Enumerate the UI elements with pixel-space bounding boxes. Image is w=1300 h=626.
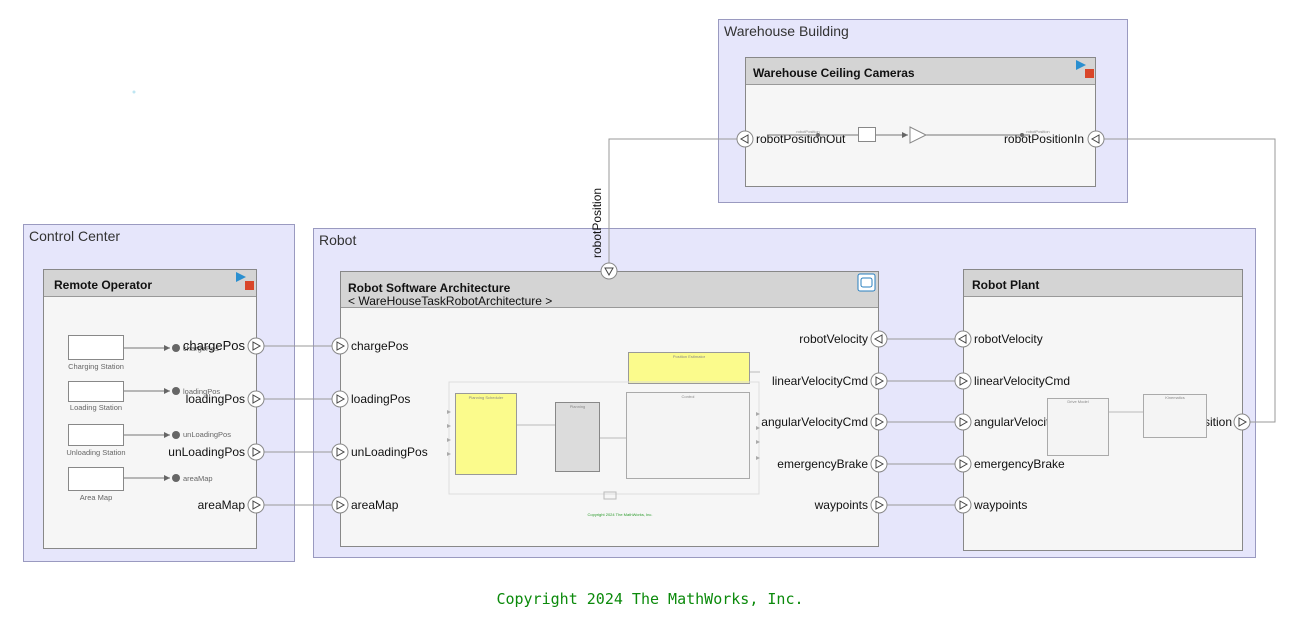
warehouse-ceiling-cameras-component[interactable]: Warehouse Ceiling Cameras bbox=[745, 57, 1096, 187]
cameras-header: Warehouse Ceiling Cameras bbox=[746, 58, 1095, 85]
remote-port-loading-pos: loadingPos bbox=[185, 392, 245, 406]
rsa-in-unloading-pos: unLoadingPos bbox=[351, 445, 428, 459]
area-map-signal: areaMap bbox=[183, 474, 213, 483]
charging-station-label: Charging Station bbox=[68, 362, 124, 371]
rsa-in-charge-pos: chargePos bbox=[351, 339, 409, 353]
port-circle bbox=[247, 337, 265, 355]
unloading-pos-signal: unLoadingPos bbox=[183, 430, 231, 439]
arrowheads bbox=[164, 132, 908, 481]
rsa-in-area-map: areaMap bbox=[351, 498, 399, 512]
cameras-inner-block[interactable] bbox=[858, 127, 876, 142]
control-center-title: Control Center bbox=[29, 228, 121, 244]
gain-block[interactable] bbox=[909, 126, 928, 144]
plant-in-waypoints: waypoints bbox=[974, 498, 1028, 512]
wire-cameras-to-rsa bbox=[608, 138, 738, 264]
control-label: Control bbox=[681, 394, 695, 399]
plant-in-emergency-brake: emergencyBrake bbox=[974, 457, 1065, 471]
cameras-inner-signal-right: robotPosition bbox=[1026, 129, 1050, 134]
reference-model-icon[interactable] bbox=[857, 273, 876, 292]
rsa-out-waypoints: waypoints bbox=[814, 498, 868, 512]
drive-model-block[interactable] bbox=[1047, 398, 1109, 456]
loading-pos-signal: loadingPos bbox=[183, 387, 221, 396]
wire-plant-to-cameras bbox=[1104, 138, 1276, 423]
robot-area-title: Robot bbox=[319, 232, 357, 248]
robot-software-subtitle: < WareHouseTaskRobotArchitecture > bbox=[348, 294, 553, 308]
stray-dot bbox=[132, 90, 136, 94]
robot-plant-header: Robot Plant bbox=[964, 270, 1242, 297]
rsa-out-angular-velocity-cmd: angularVelocityCmd bbox=[761, 415, 868, 429]
warehouse-building-title: Warehouse Building bbox=[724, 23, 849, 39]
charge-pos-signal: chargePos bbox=[183, 344, 219, 353]
kinematics-label: Kinematics bbox=[1165, 395, 1185, 400]
cameras-badge-icon bbox=[1076, 60, 1094, 78]
port-triangles bbox=[252, 134, 1248, 510]
robot-software-title: Robot Software Architecture bbox=[348, 281, 511, 295]
robot-software-architecture-component[interactable]: Robot Software Architecture < WareHouseT… bbox=[340, 271, 879, 547]
robot-plant-title: Robot Plant bbox=[972, 278, 1040, 292]
remote-operator-header: Remote Operator bbox=[44, 270, 256, 297]
plant-in-linear-velocity-cmd: linearVelocityCmd bbox=[974, 374, 1071, 388]
plant-in-robot-velocity: robotVelocity bbox=[974, 332, 1043, 346]
signal-dots bbox=[172, 133, 1024, 482]
area-map-label: Area Map bbox=[79, 493, 113, 502]
ports bbox=[247, 130, 1251, 514]
planning-label: Planning bbox=[569, 404, 586, 409]
planning-block[interactable] bbox=[555, 402, 600, 472]
remote-port-unloading-pos: unLoadingPos bbox=[168, 445, 245, 459]
remote-operator-title: Remote Operator bbox=[54, 278, 153, 292]
copyright-text: Copyright 2024 The MathWorks, Inc. bbox=[496, 590, 804, 608]
planning-scheduler-label: Planning Scheduler bbox=[468, 395, 504, 400]
position-estimator-block[interactable] bbox=[628, 352, 750, 384]
unloading-station-block[interactable] bbox=[68, 424, 124, 446]
remote-port-charge-pos: chargePos bbox=[182, 338, 245, 353]
position-estimator-label: Position Estimator bbox=[672, 354, 706, 359]
rsa-out-robot-velocity: robotVelocity bbox=[799, 332, 868, 346]
loading-station-block[interactable] bbox=[68, 381, 124, 402]
remote-operator-badge-icon bbox=[236, 272, 254, 290]
rsa-inner-ports bbox=[447, 410, 760, 460]
rsa-out-linear-velocity-cmd: linearVelocityCmd bbox=[771, 374, 868, 388]
control-block[interactable] bbox=[626, 392, 750, 479]
planning-scheduler-block[interactable] bbox=[455, 393, 517, 475]
kinematics-block[interactable] bbox=[1143, 394, 1207, 438]
remote-operator-component[interactable]: Remote Operator bbox=[43, 269, 257, 549]
loading-station-label: Loading Station bbox=[69, 403, 123, 412]
cameras-inner-signal-left: robotPosition bbox=[796, 129, 820, 134]
area-map-block[interactable] bbox=[68, 467, 124, 491]
drive-model-label: Drive Model bbox=[1067, 399, 1089, 404]
rsa-out-emergency-brake: emergencyBrake bbox=[777, 457, 868, 471]
charging-station-block[interactable] bbox=[68, 335, 124, 360]
cameras-title: Warehouse Ceiling Cameras bbox=[753, 66, 915, 80]
connectors bbox=[124, 134, 1276, 506]
remote-port-area-map: areaMap bbox=[197, 498, 245, 512]
unloading-station-label: Unloading Station bbox=[66, 448, 126, 457]
rsa-in-loading-pos: loadingPos bbox=[351, 392, 411, 406]
rsa-inner-copyright: Copyright 2024 The MathWorks, Inc. bbox=[587, 512, 653, 517]
